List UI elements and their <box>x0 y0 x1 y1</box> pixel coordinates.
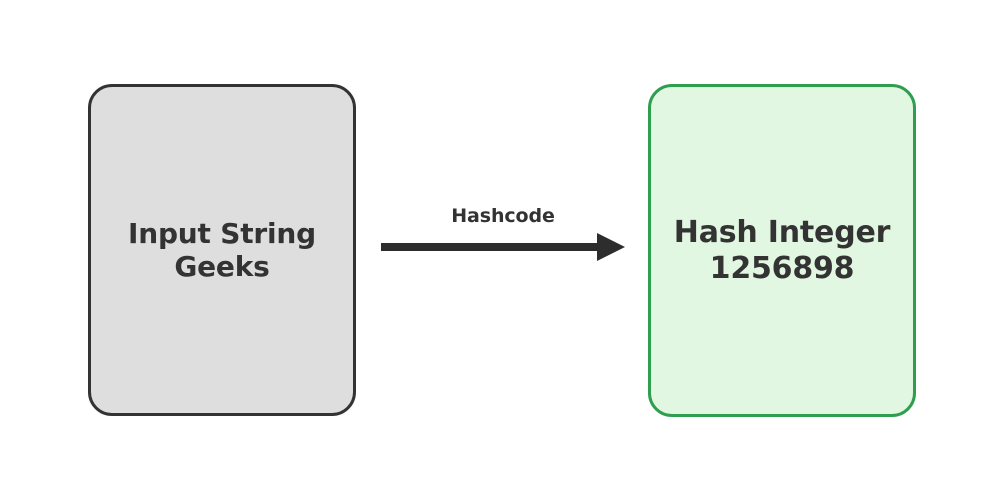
node-input-string-label: Input String Geeks <box>128 216 316 283</box>
node-input-string: Input String Geeks <box>88 84 356 416</box>
edge-hashcode-label: Hashcode <box>451 205 555 227</box>
edge-hashcode-arrow <box>378 228 628 268</box>
node-hash-integer: Hash Integer 1256898 <box>648 84 916 417</box>
arrow-right-icon <box>381 233 625 261</box>
node-hash-integer-label: Hash Integer 1256898 <box>673 215 891 286</box>
